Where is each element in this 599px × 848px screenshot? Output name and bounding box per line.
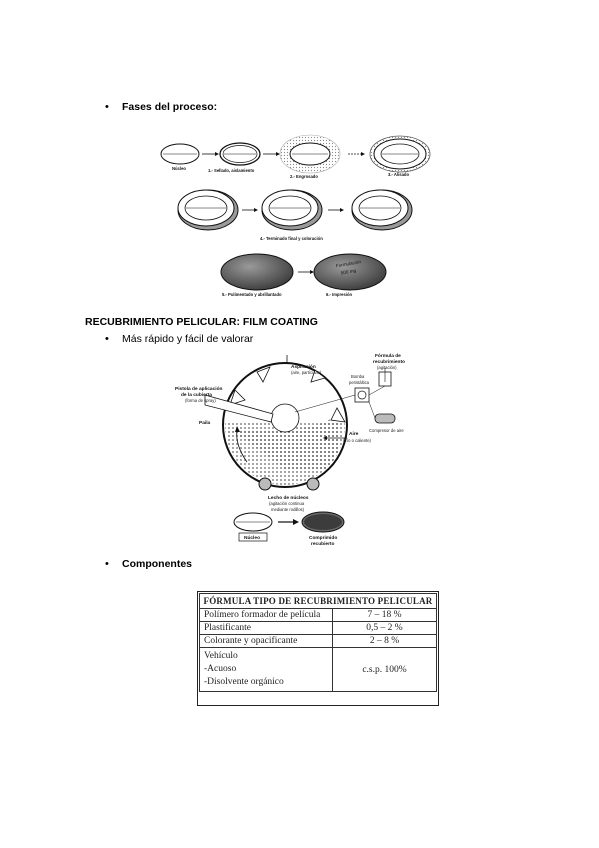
label-lecho-3: mediante rodillos) xyxy=(271,507,305,512)
label-formula-sub: (agitación) xyxy=(377,365,397,370)
compressor-icon xyxy=(374,413,396,424)
label-step5: 5.- Pulimentado y abrillantado xyxy=(222,292,282,297)
label-pistola-2: de la cubierta xyxy=(181,392,212,398)
tablet-final-3 xyxy=(351,189,413,231)
label-pistola-sub: (forma de spray) xyxy=(185,398,216,403)
label-formula-1: Fórmula de xyxy=(375,353,401,359)
tablet-smoothed xyxy=(369,135,431,173)
table-row: Colorante y opacificante 2 – 8 % xyxy=(199,634,437,648)
uncoated-core xyxy=(233,512,273,532)
tablet-final-1 xyxy=(177,189,239,231)
rapido-text: Más rápido y fácil de valorar xyxy=(122,333,254,345)
fases-title: Fases del proceso: xyxy=(122,101,218,113)
table-row: Plastificante 0,5 – 2 % xyxy=(199,621,437,635)
label-comprimido-2: recubierto xyxy=(311,541,335,547)
label-bomba-2: peristáltica xyxy=(349,380,370,385)
label-aspiracion-sub: (aire, partículas) xyxy=(291,370,322,375)
coating-pan xyxy=(204,355,348,491)
tablet-print-line2: 500 mg xyxy=(340,268,356,276)
vehicle-line: -Acuoso xyxy=(204,664,237,674)
bullet-componentes: • xyxy=(105,558,109,570)
label-step3: 3.- Alisado xyxy=(388,172,409,177)
vehicle-line: Vehículo xyxy=(204,651,238,661)
tablet-polished xyxy=(220,253,294,291)
label-paila: Paila xyxy=(199,420,211,426)
tablet-sealed xyxy=(219,142,261,166)
label-aspiracion: Aspiración xyxy=(291,364,316,370)
label-step1: 1.- Sellado, aislamiento xyxy=(208,168,255,173)
label-comprimido-1: Comprimido xyxy=(309,535,337,541)
row-name: Colorante y opacificante xyxy=(199,634,333,648)
label-step4: 4.- Terminado final y coloración xyxy=(260,236,323,241)
tablet-print-line1: Formulación xyxy=(336,259,362,268)
label-formula-2: recubrimiento xyxy=(373,359,405,365)
table-frame xyxy=(197,591,439,706)
tablet-core xyxy=(160,143,200,165)
vehicle-value: c.s.p. 100% xyxy=(332,647,437,692)
bullet-fases: • xyxy=(105,101,109,113)
label-nucleo-bottom: Núcleo xyxy=(244,535,260,541)
label-nucleo: Núcleo xyxy=(172,166,186,171)
bullet-rapido: • xyxy=(105,333,109,345)
label-compresor: Compresor de aire xyxy=(369,428,404,433)
tablet-thickened xyxy=(279,134,341,174)
label-step6: 6.- Impresión xyxy=(326,292,353,297)
row-name: Polímero formador de película xyxy=(199,608,333,622)
label-lecho-2: (agitación continua xyxy=(269,501,305,506)
row-value: 2 – 8 % xyxy=(332,634,437,648)
label-bomba-1: Bomba xyxy=(351,374,365,379)
label-pistola-1: Pistola de aplicación xyxy=(175,386,223,392)
film-coating-heading: RECUBRIMIENTO PELICULAR: FILM COATING xyxy=(85,316,318,328)
label-lecho-1: Lecho de núcleos xyxy=(268,495,309,501)
components-table: FÓRMULA TIPO DE RECUBRIMIENTO PELICULAR … xyxy=(199,593,437,692)
table-header: FÓRMULA TIPO DE RECUBRIMIENTO PELICULAR xyxy=(199,593,437,609)
tablet-final-2 xyxy=(261,189,323,231)
label-aire: Aire xyxy=(349,431,359,437)
coated-tablet xyxy=(301,511,345,533)
row-value: 7 – 18 % xyxy=(332,608,437,622)
tablet-printed: Formulación 500 mg xyxy=(313,253,387,291)
pump-icon xyxy=(354,387,370,403)
row-value: 0,5 – 2 % xyxy=(332,621,437,635)
label-step2: 2.- Engrosado xyxy=(290,174,318,179)
row-name: Plastificante xyxy=(199,621,333,635)
vehicle-line: -Disolvente orgánico xyxy=(204,677,284,687)
table-row-vehicle: Vehículo -Acuoso -Disolvente orgánico c.… xyxy=(199,647,437,692)
coating-phases-figure: Núcleo 1.- Sellado, aislamiento 2.- Engr… xyxy=(160,134,431,297)
table-row: Polímero formador de película 7 – 18 % xyxy=(199,608,437,622)
componentes-title: Componentes xyxy=(122,558,193,570)
label-aire-sub: (frío o caliente) xyxy=(343,438,372,443)
coating-pan-figure: Aspiración (aire, partículas) Pistola de… xyxy=(175,353,405,547)
